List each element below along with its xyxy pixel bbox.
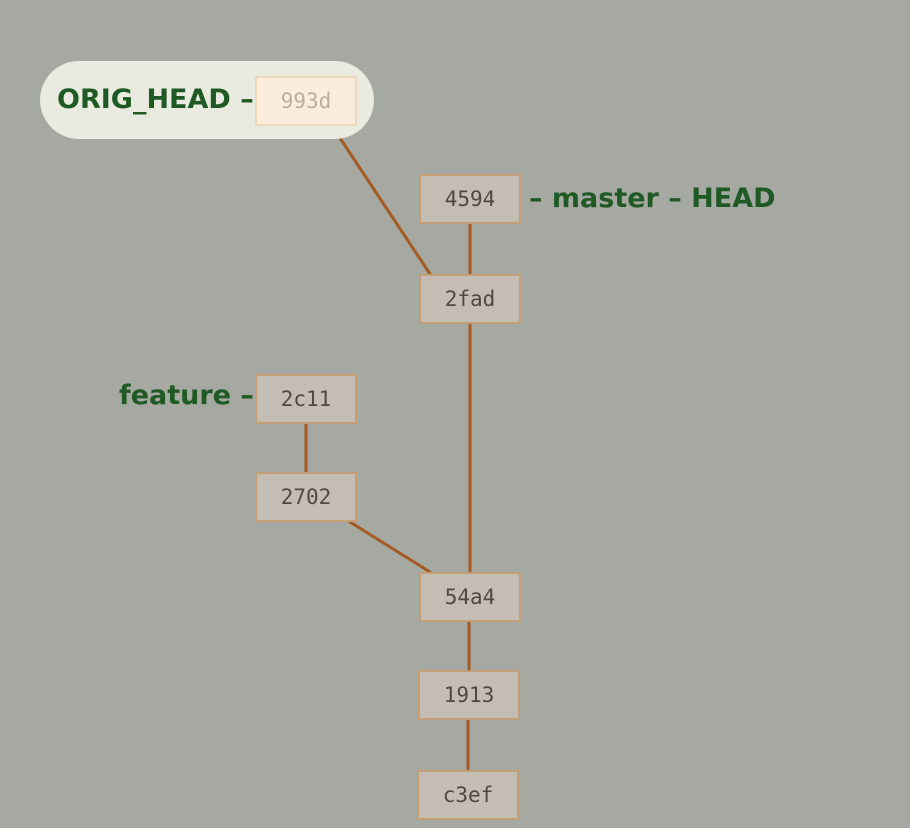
commit-node-1913[interactable]: 1913 xyxy=(418,670,520,720)
orig-head-label: ORIG_HEAD – xyxy=(57,84,254,115)
commit-node-2fad[interactable]: 2fad xyxy=(419,274,521,324)
commit-node-4594[interactable]: 4594 xyxy=(419,174,521,224)
commit-node-2702[interactable]: 2702 xyxy=(255,472,357,522)
master-head-label: – master – HEAD xyxy=(529,183,776,214)
commit-node-c3ef[interactable]: c3ef xyxy=(417,770,519,820)
feature-label: feature – xyxy=(119,380,254,411)
commit-node-993d[interactable]: 993d xyxy=(255,76,357,126)
edge-993d-2fad xyxy=(330,124,432,276)
commit-node-2c11[interactable]: 2c11 xyxy=(255,374,357,424)
edge-2702-54a4 xyxy=(348,520,432,574)
commit-node-54a4[interactable]: 54a4 xyxy=(419,572,521,622)
